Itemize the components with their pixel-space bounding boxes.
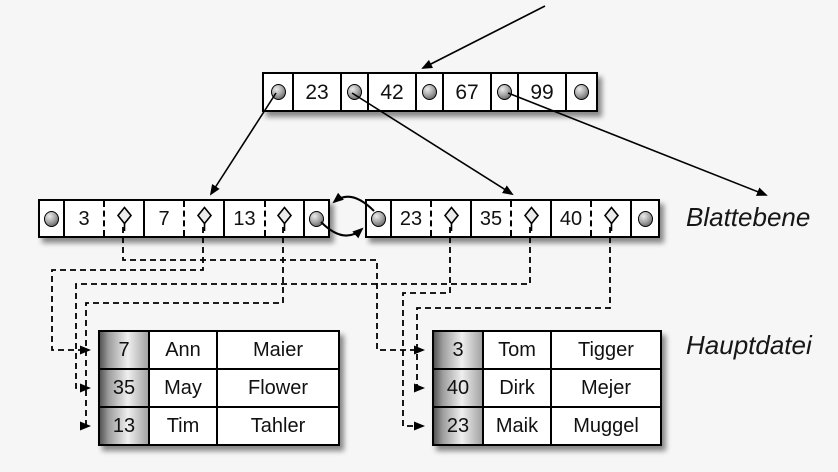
leaf-record-pointer-cell xyxy=(103,201,143,236)
pointer-ball-icon xyxy=(347,84,362,100)
record-field-cell: Flower xyxy=(216,368,338,406)
pointer-ball-icon xyxy=(497,84,512,100)
leaf-pointer-cell xyxy=(367,201,390,236)
leaf-key: 23 xyxy=(399,207,423,230)
pointer-ball-icon xyxy=(270,84,286,100)
main-file-table-right: 3 Tom Tigger 40 Dirk Mejer 23 Maik Mugge… xyxy=(432,330,662,446)
leaf-key: 35 xyxy=(479,207,503,230)
main-file-table-left: 7 Ann Maier 35 May Flower 13 Tim Tahler xyxy=(98,330,340,446)
root-node: 23 42 67 99 xyxy=(262,72,598,112)
leaf-key-cell: 3 xyxy=(63,201,103,236)
leaf-level-label: Blattebene xyxy=(686,202,811,232)
leaf-key: 40 xyxy=(559,207,583,230)
root-key-cell-1: 42 xyxy=(367,74,415,110)
record-field-cell: Maier xyxy=(216,332,338,368)
record-key-cell: 7 xyxy=(100,332,148,368)
root-pointer-cell-4 xyxy=(565,74,596,110)
pointer-ball-icon xyxy=(422,84,437,100)
record-field-cell: Dirk xyxy=(482,368,550,406)
leaf-pointer-cell xyxy=(303,201,328,236)
leaf-key: 7 xyxy=(158,207,170,230)
record-key-cell: 40 xyxy=(434,368,482,406)
leaf-key-cell: 23 xyxy=(390,201,430,236)
leaf-record-pointer-cell xyxy=(590,201,630,236)
root-pointer-cell-2 xyxy=(415,74,442,110)
record-field-cell: Tim xyxy=(148,406,216,444)
leaf-key-cell: 7 xyxy=(143,201,183,236)
diamond-pointer-icon xyxy=(603,205,619,231)
root-key: 42 xyxy=(380,80,404,104)
record-field-cell: Tigger xyxy=(550,332,660,368)
leaf-key: 13 xyxy=(233,207,256,230)
leaf-pointer-cell xyxy=(630,201,658,236)
incoming-root-arrow xyxy=(421,5,546,69)
record-key-cell: 3 xyxy=(434,332,482,368)
record-key-cell: 35 xyxy=(100,368,148,406)
leaf-key-cell: 35 xyxy=(470,201,510,236)
record-field-cell: Ann xyxy=(148,332,216,368)
leaf-node-right: 23 35 40 xyxy=(365,199,660,238)
main-file-label: Hauptdatei xyxy=(686,330,812,360)
leaf-key-cell: 13 xyxy=(223,201,264,236)
diamond-pointer-icon xyxy=(443,205,459,231)
leaf-record-pointer-cell xyxy=(510,201,550,236)
leaf-record-pointer-cell xyxy=(183,201,223,236)
diamond-pointer-icon xyxy=(276,205,293,231)
record-field-cell: May xyxy=(148,368,216,406)
pointer-ball-icon xyxy=(371,210,386,227)
root-pointer-cell-0 xyxy=(264,74,292,110)
record-key-cell: 23 xyxy=(434,406,482,444)
leaf-key-cell: 40 xyxy=(550,201,590,236)
root-key-cell-3: 99 xyxy=(517,74,565,110)
leaf-node-left: 3 7 13 xyxy=(38,199,330,238)
record-key-cell: 13 xyxy=(100,406,148,444)
root-key: 67 xyxy=(455,80,479,104)
pointer-ball-icon xyxy=(44,210,59,227)
pointer-ball-icon xyxy=(574,84,589,100)
root-key: 99 xyxy=(530,80,554,104)
diamond-pointer-icon xyxy=(116,205,132,231)
root-key-cell-0: 23 xyxy=(292,74,340,110)
pointer-ball-icon xyxy=(309,210,324,227)
diamond-pointer-icon xyxy=(523,205,539,231)
record-field-cell: Mejer xyxy=(550,368,660,406)
pointer-ball-icon xyxy=(637,210,653,227)
diamond-pointer-icon xyxy=(196,205,212,231)
record-field-cell: Maik xyxy=(482,406,550,444)
root-key-cell-2: 67 xyxy=(442,74,490,110)
record-field-cell: Muggel xyxy=(550,406,660,444)
record-field-cell: Tom xyxy=(482,332,550,368)
root-key: 23 xyxy=(305,80,329,104)
leaf-record-pointer-cell xyxy=(264,201,303,236)
leaf-key: 3 xyxy=(78,207,90,230)
leaf-pointer-cell xyxy=(40,201,63,236)
root-pointer-cell-3 xyxy=(490,74,517,110)
root-pointer-cell-1 xyxy=(340,74,367,110)
record-field-cell: Tahler xyxy=(216,406,338,444)
leaf-record-pointer-cell xyxy=(430,201,470,236)
